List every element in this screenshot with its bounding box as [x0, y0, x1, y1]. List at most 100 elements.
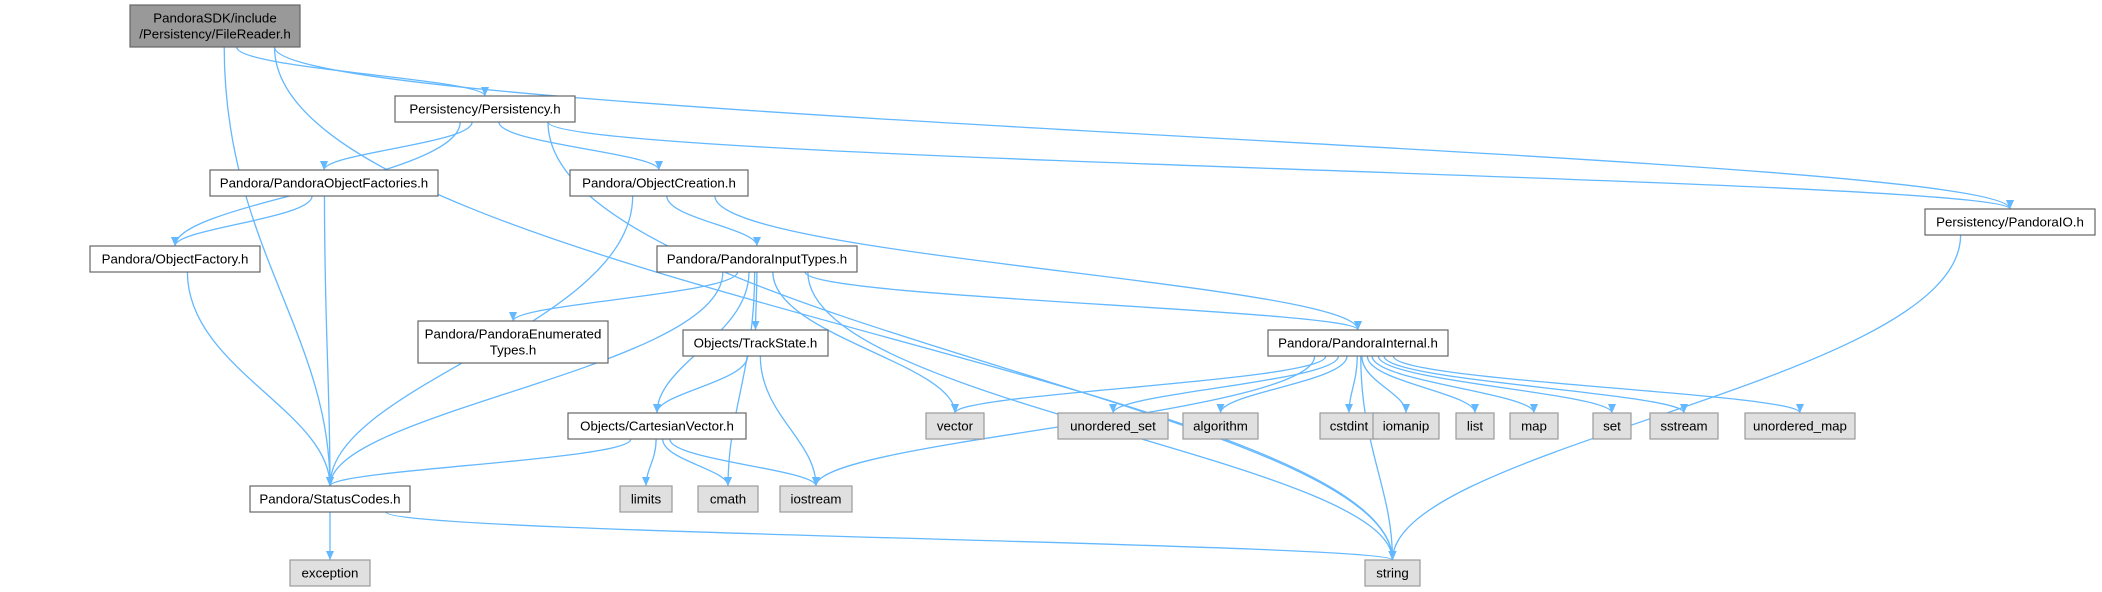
node-enumerated-label: Types.h	[490, 343, 537, 358]
edge-objectcreation-to-internal	[714, 195, 1362, 331]
edge-internal-to-algorithm	[1216, 355, 1348, 414]
edge-internal-to-vector	[951, 355, 1327, 414]
edge-inputtypes-to-vector	[772, 271, 959, 414]
node-map-box	[1509, 412, 1559, 440]
node-iomanip: iomanip	[1372, 412, 1440, 440]
node-trackstate[interactable]: Objects/TrackState.h	[682, 329, 829, 357]
node-objectfactory-box	[89, 245, 261, 273]
edge-inputtypes-to-trackstate	[751, 271, 760, 331]
edge-trackstate-to-cartesian	[653, 355, 749, 414]
node-string-label: string	[1376, 566, 1409, 581]
node-cstdint-box	[1319, 412, 1379, 440]
edge-internal-to-set	[1377, 355, 1616, 414]
edge-internal-to-list	[1366, 355, 1479, 414]
node-map-label: map	[1521, 419, 1547, 434]
node-inputtypes-label: Pandora/PandoraInputTypes.h	[667, 252, 847, 267]
edge-inputtypes-to-statuscodes	[326, 271, 724, 487]
node-objectcreation[interactable]: Pandora/ObjectCreation.h	[569, 169, 749, 197]
edge-objectfactories-to-objectfactory	[171, 195, 313, 247]
node-list: list	[1455, 412, 1495, 440]
node-iostream-box	[779, 485, 853, 513]
node-persistency[interactable]: Persistency/Persistency.h	[394, 95, 576, 123]
node-limits-box	[619, 485, 673, 513]
edge-inputtypes-to-cmath	[724, 271, 756, 487]
node-cartesian-box	[567, 412, 747, 440]
node-cstdint-label: cstdint	[1330, 419, 1369, 434]
edge-filereader-to-pandoraio	[273, 46, 2014, 210]
node-filereader-label: /Persistency/FileReader.h	[139, 27, 291, 42]
node-cmath-box	[697, 485, 759, 513]
node-exception-box	[289, 559, 371, 587]
node-cmath: cmath	[697, 485, 759, 513]
node-internal[interactable]: Pandora/PandoraInternal.h	[1267, 329, 1449, 357]
node-sstream-box	[1649, 412, 1719, 440]
node-inputtypes-box	[656, 245, 858, 273]
node-pandoraio[interactable]: Persistency/PandoraIO.h	[1924, 208, 2096, 236]
node-string: string	[1364, 559, 1421, 587]
edge-internal-to-string	[1360, 355, 1397, 561]
edge-persistency-to-pandoraio	[547, 121, 2014, 210]
node-filereader[interactable]: PandoraSDK/include/Persistency/FileReade…	[129, 4, 301, 48]
node-objectfactories-box	[209, 169, 439, 197]
edge-cartesian-to-statuscodes	[326, 438, 632, 487]
node-unordered_map: unordered_map	[1744, 412, 1856, 440]
node-filereader-label: PandoraSDK/include	[153, 11, 276, 26]
edge-pandoraio-to-string	[1388, 234, 1962, 561]
node-objectfactories[interactable]: Pandora/PandoraObjectFactories.h	[209, 169, 439, 197]
edge-internal-to-sstream	[1383, 355, 1688, 414]
node-inputtypes[interactable]: Pandora/PandoraInputTypes.h	[656, 245, 858, 273]
node-iomanip-box	[1372, 412, 1440, 440]
node-iostream-label: iostream	[791, 492, 842, 507]
node-set-box	[1592, 412, 1632, 440]
node-unordered_set: unordered_set	[1057, 412, 1169, 440]
node-algorithm-label: algorithm	[1193, 419, 1248, 434]
node-enumerated-box	[417, 320, 609, 364]
node-cstdint: cstdint	[1319, 412, 1379, 440]
node-exception: exception	[289, 559, 371, 587]
node-trackstate-label: Objects/TrackState.h	[694, 336, 818, 351]
node-statuscodes-label: Pandora/StatusCodes.h	[259, 492, 400, 507]
node-objectcreation-box	[569, 169, 749, 197]
edge-persistency-to-objectcreation	[498, 121, 663, 171]
edge-inputtypes-to-enumerated	[509, 271, 739, 322]
node-vector: vector	[925, 412, 985, 440]
node-pandoraio-box	[1924, 208, 2096, 236]
node-persistency-label: Persistency/Persistency.h	[409, 102, 560, 117]
edge-internal-to-unordered_map	[1392, 355, 1804, 414]
node-map: map	[1509, 412, 1559, 440]
node-unordered_map-box	[1744, 412, 1856, 440]
nodes-layer: PandoraSDK/include/Persistency/FileReade…	[89, 4, 2096, 587]
node-vector-box	[925, 412, 985, 440]
node-iostream: iostream	[779, 485, 853, 513]
edge-cartesian-to-iostream	[669, 438, 820, 487]
node-cmath-label: cmath	[710, 492, 746, 507]
node-enumerated-label: Pandora/PandoraEnumerated	[425, 327, 602, 342]
node-sstream: sstream	[1649, 412, 1719, 440]
edge-persistency-to-string	[547, 121, 1397, 561]
node-limits-label: limits	[631, 492, 662, 507]
edge-inputtypes-to-internal	[804, 271, 1362, 331]
edges-layer	[171, 46, 2014, 561]
node-cartesian[interactable]: Objects/CartesianVector.h	[567, 412, 747, 440]
node-sstream-label: sstream	[1660, 419, 1707, 434]
edge-statuscodes-to-string	[385, 511, 1396, 561]
edge-internal-to-map	[1371, 355, 1538, 414]
node-objectfactory[interactable]: Pandora/ObjectFactory.h	[89, 245, 261, 273]
node-internal-label: Pandora/PandoraInternal.h	[1278, 336, 1438, 351]
edge-internal-to-cstdint	[1345, 355, 1358, 414]
node-unordered_set-box	[1057, 412, 1169, 440]
edge-cartesian-to-cmath	[662, 438, 732, 487]
edge-trackstate-to-iostream	[759, 355, 820, 487]
node-iomanip-label: iomanip	[1383, 419, 1430, 434]
node-algorithm: algorithm	[1182, 412, 1259, 440]
edge-objectfactories-to-statuscodes	[323, 195, 334, 487]
node-vector-label: vector	[937, 419, 974, 434]
node-set: set	[1592, 412, 1632, 440]
node-statuscodes[interactable]: Pandora/StatusCodes.h	[249, 485, 411, 513]
node-trackstate-box	[682, 329, 829, 357]
node-statuscodes-box	[249, 485, 411, 513]
node-objectfactories-label: Pandora/PandoraObjectFactories.h	[220, 176, 428, 191]
node-list-box	[1455, 412, 1495, 440]
node-cartesian-label: Objects/CartesianVector.h	[580, 419, 734, 434]
